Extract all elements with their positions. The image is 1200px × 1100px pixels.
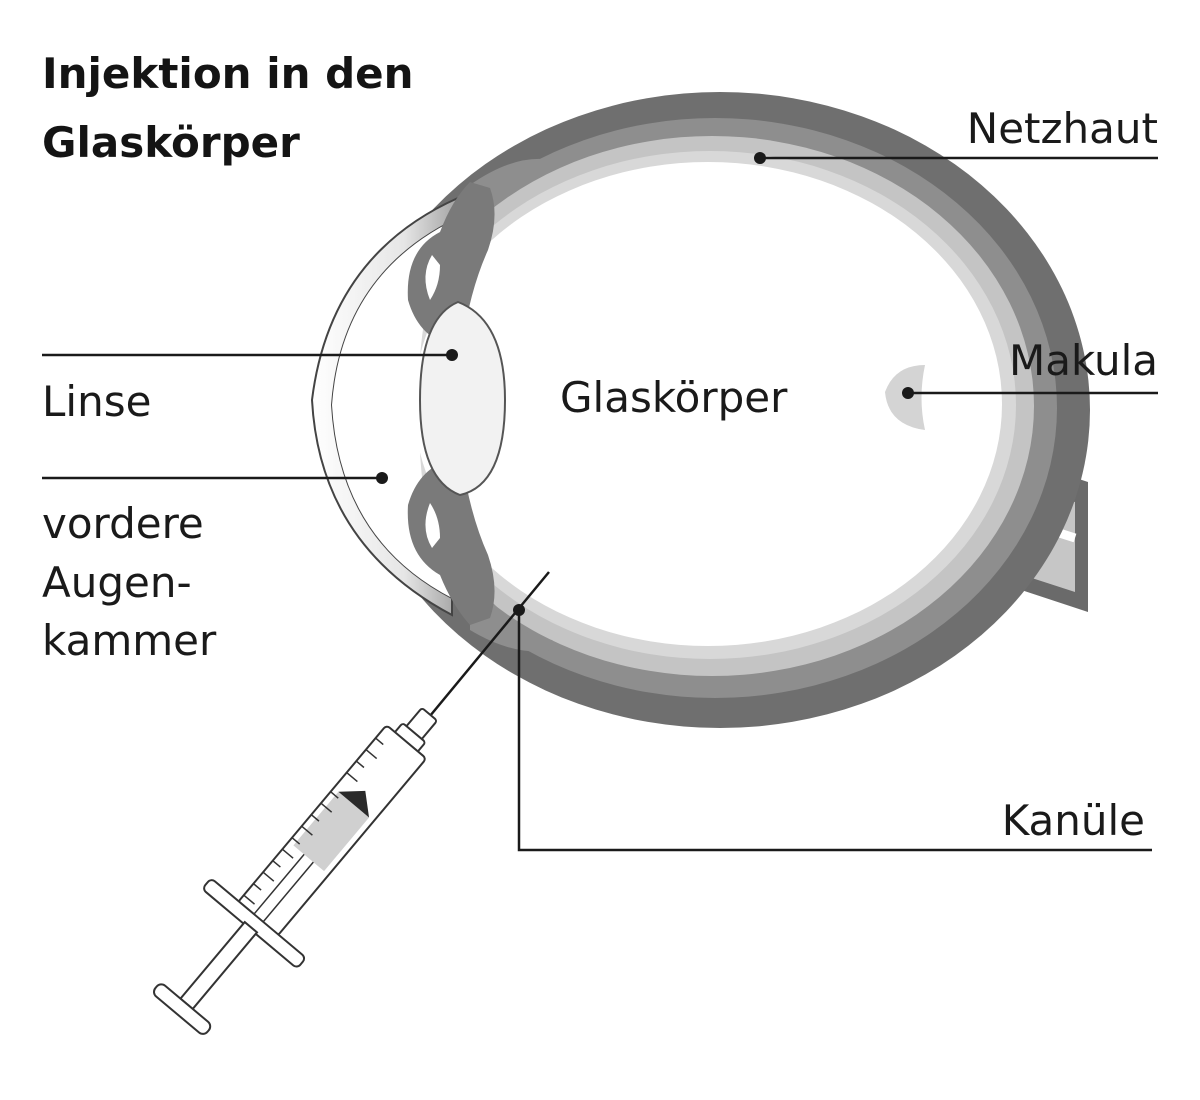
leader-lines (42, 156, 1158, 852)
leader-kanuele (517, 610, 1152, 852)
title-line-1: Injektion in den (42, 49, 414, 98)
label-vordere-line3: kammer (42, 616, 217, 665)
iris-lower (407, 460, 495, 625)
leader-dots (376, 152, 914, 616)
title-line-2: Glaskörper (42, 118, 300, 167)
dot-vordere-augenkammer (376, 472, 388, 484)
needle (424, 571, 550, 723)
iris-lower-notch (425, 503, 440, 548)
dot-netzhaut (754, 152, 766, 164)
dot-kanuele (513, 604, 525, 616)
label-vordere-line2: Augen- (42, 558, 192, 607)
dot-linse (446, 349, 458, 361)
dot-makula (902, 387, 914, 399)
anterior-chamber (332, 215, 465, 598)
label-vordere-line1: vordere (42, 499, 204, 548)
iris-upper (407, 182, 495, 345)
lens (418, 300, 507, 497)
label-glaskoerper: Glaskörper (560, 373, 788, 422)
label-kanuele: Kanüle (1002, 796, 1145, 845)
label-linse: Linse (42, 377, 151, 426)
ciliary-region (470, 158, 560, 230)
label-netzhaut: Netzhaut (967, 104, 1158, 153)
label-makula: Makula (1009, 336, 1158, 385)
vitreous-body (414, 162, 1002, 646)
syringe (153, 571, 550, 1035)
iris-upper-notch (425, 255, 440, 300)
ciliary-region-bottom (470, 580, 560, 652)
